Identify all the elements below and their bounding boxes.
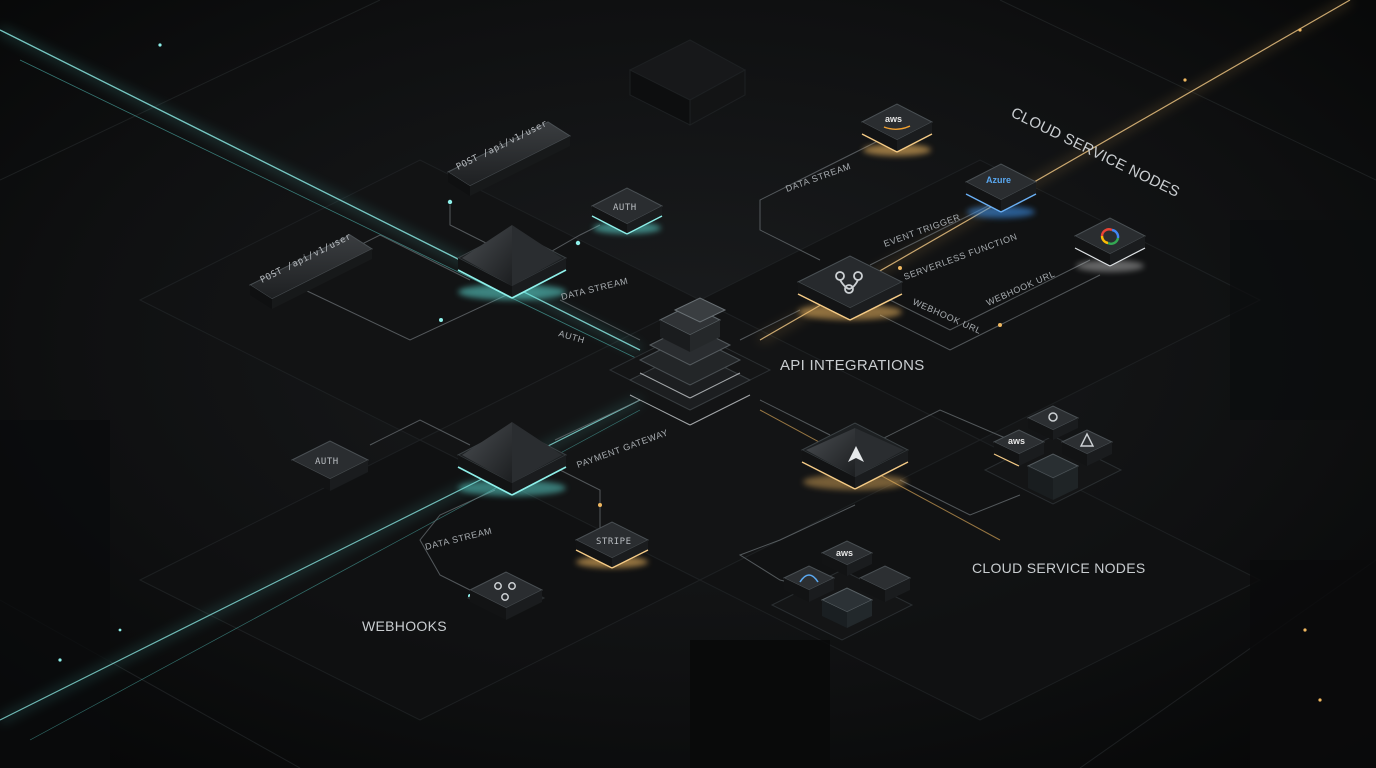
triangle-icon (1079, 432, 1095, 447)
cloud-node-aws-top[interactable]: aws (860, 103, 934, 156)
azure-logo: Azure (986, 175, 1011, 185)
cloud-cluster-bottom[interactable]: aws (770, 540, 914, 641)
chip-label: AUTH (613, 203, 637, 213)
cloud-cluster-right[interactable]: aws (983, 405, 1123, 505)
chip-label: AUTH (315, 457, 339, 467)
label-cloud-service-nodes-bottom: CLOUD SERVICE NODES (972, 560, 1145, 576)
cloud-node-azure[interactable]: Azure (964, 163, 1038, 218)
chip-label: STRIPE (596, 537, 632, 547)
cloud-icon (799, 574, 819, 583)
gcp-icon (1100, 228, 1120, 245)
auth-chip-top[interactable]: AUTH (590, 187, 664, 235)
webhook-icon (835, 271, 863, 294)
auth-chip-left[interactable]: AUTH (290, 440, 370, 491)
label-api-integrations: API INTEGRATIONS (780, 357, 925, 374)
stripe-chip[interactable]: STRIPE (574, 521, 650, 569)
cloud-node-gcp[interactable] (1073, 217, 1147, 272)
aws-logo: aws (885, 114, 902, 124)
aws-smile-icon (883, 125, 911, 130)
side-blocks (0, 220, 1376, 768)
aws-logo: aws (836, 548, 853, 558)
pyramid-node-bottom-right[interactable] (800, 422, 910, 490)
pyramid-node-bottom-left[interactable] (456, 422, 568, 496)
arrow-icon (848, 446, 864, 462)
webhook-node-bottom[interactable] (466, 571, 546, 620)
central-hub[interactable] (608, 297, 772, 426)
cloud-icon (1048, 412, 1058, 422)
webhook-node-top[interactable] (796, 255, 904, 321)
pyramid-node-top-left[interactable] (456, 225, 568, 300)
label-webhooks: WEBHOOKS (362, 618, 447, 634)
aws-logo: aws (1008, 436, 1025, 446)
webhook-icon (494, 582, 516, 601)
